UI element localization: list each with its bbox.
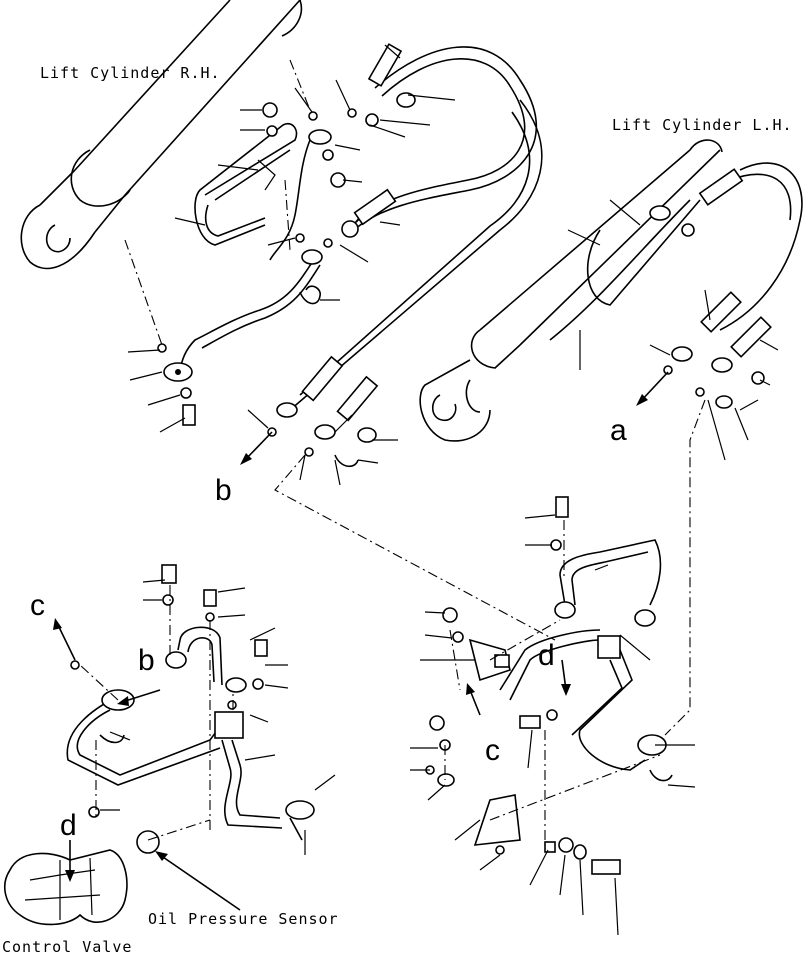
reference-arrows (53, 371, 669, 911)
ref-c-right: c (485, 734, 500, 767)
centerlines (79, 59, 706, 848)
ref-b-top: b (215, 474, 232, 507)
ref-c-left: c (30, 589, 45, 622)
labels: Lift Cylinder R.H. Lift Cylinder L.H. Oi… (2, 64, 793, 956)
rh-fittings (157, 92, 416, 468)
ref-b-mid: b (138, 644, 155, 677)
lower-left-assembly (66, 564, 315, 854)
ref-d-right: d (538, 639, 555, 672)
rh-loop-tube (194, 46, 538, 261)
control-valve-label: Control Valve (2, 938, 132, 956)
lower-right-assembly (425, 496, 673, 875)
rh-lower-tube (163, 257, 321, 382)
leader-lines (100, 44, 779, 936)
ref-d-left: d (60, 809, 77, 842)
lift-cylinder-rh-label: Lift Cylinder R.H. (40, 64, 221, 82)
ref-a: a (610, 414, 627, 447)
oil-pressure-sensor-label: Oil Pressure Sensor (148, 910, 339, 928)
control-valve (4, 849, 128, 926)
lift-cylinder-lh (419, 139, 803, 442)
lift-cylinder-rh (20, 0, 303, 270)
lift-cylinder-lh-label: Lift Cylinder L.H. (612, 116, 793, 134)
rh-long-tubes (289, 43, 543, 422)
